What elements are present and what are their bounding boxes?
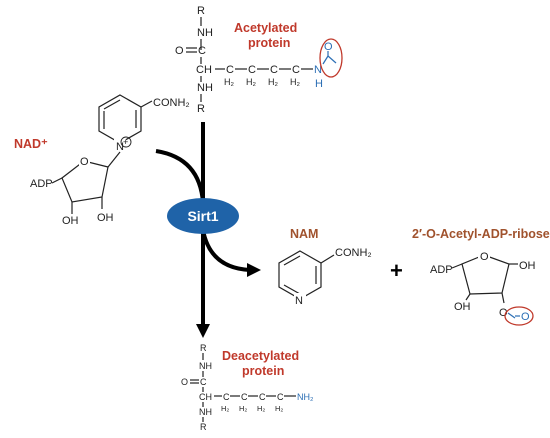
acetylated-carbonyl-c: C <box>198 45 206 57</box>
acetylated-ch: CH <box>196 64 212 76</box>
acetylated-carbonyl-o: O <box>175 45 184 57</box>
oaadpr-adp: ADP <box>430 264 453 276</box>
deacetylated-r-bottom: R <box>200 422 207 432</box>
deacetylated-h2-4: H₂ <box>275 404 283 413</box>
bond <box>451 263 463 269</box>
deacetylated-nh-top: NH <box>199 361 212 371</box>
deacetylated-protein-label: Deacetylated <box>222 349 299 363</box>
acetylated-h2-3: H₂ <box>268 77 278 87</box>
n-background <box>114 139 126 153</box>
acetylated-protein-label: Acetylated <box>234 21 297 35</box>
nam-n: N <box>295 295 303 307</box>
deacetylated-protein-structure: R NH O C CH NH R C C C C H₂ H₂ H₂ H₂ NH₂… <box>181 343 314 432</box>
acetylated-r-top: R <box>197 5 205 17</box>
oaadpr-label: 2′-O-Acetyl-ADP-ribose <box>412 227 550 241</box>
bond <box>283 255 301 266</box>
nam-conh2: CONH₂ <box>335 247 372 259</box>
nad-n-plus: N <box>116 141 124 153</box>
deacetylated-c2: C <box>241 392 248 402</box>
deacetylated-ch: CH <box>199 392 212 402</box>
deacetylated-r-top: R <box>200 343 207 353</box>
deacetylated-c3: C <box>259 392 266 402</box>
pyridinium-ring <box>98 94 142 144</box>
sirt1-label: Sirt1 <box>187 208 218 224</box>
bond <box>507 312 516 319</box>
nam-structure: NAM CONH₂ N <box>278 227 372 307</box>
deacetylated-carbonyl-o: O <box>181 377 188 387</box>
deacetylated-h2-3: H₂ <box>257 404 265 413</box>
sirt1-ellipse <box>167 198 239 234</box>
deacetylated-nh-bottom: NH <box>199 407 212 417</box>
deacetylated-h2-1: H₂ <box>221 404 229 413</box>
nad-ring-o: O <box>80 156 89 168</box>
nad-structure: CONH₂ N + O ADP OH OH NAD⁺ <box>14 94 190 227</box>
bond <box>103 99 121 110</box>
acetylated-h2-1: H₂ <box>224 77 234 87</box>
nam-release-arrow <box>201 229 251 272</box>
bond <box>283 284 301 295</box>
nam-label: NAM <box>290 227 318 241</box>
nam-arrow-head <box>247 263 261 277</box>
acetylated-acetyl-o: O <box>324 41 333 53</box>
o-background <box>478 249 490 262</box>
oaadpr-structure: 2′-O-Acetyl-ADP-ribose O ADP OH OH O O <box>412 227 550 326</box>
acetylated-r-bottom: R <box>197 103 205 115</box>
oaadpr-acetyl-o: O <box>521 311 530 323</box>
nad-entry-arrow <box>155 149 205 204</box>
nad-conh2: CONH₂ <box>153 97 190 109</box>
oaadpr-ribose-ring <box>461 254 510 295</box>
oaadpr-ring-o: O <box>480 251 489 263</box>
deacetylated-nh2: NH₂ <box>297 392 314 402</box>
bond <box>320 254 335 264</box>
deacetylated-h2-2: H₂ <box>239 404 247 413</box>
acetylated-c3: C <box>270 64 278 76</box>
acetylated-nh-top: NH <box>197 27 213 39</box>
nad-adp: ADP <box>30 178 53 190</box>
acetyl-highlight-ring <box>319 38 343 78</box>
positive-charge-circle <box>120 136 132 148</box>
acetylated-nh-bottom: NH <box>197 82 213 94</box>
deacetylated-c4: C <box>277 392 284 402</box>
nam-pyridine-ring <box>278 250 322 300</box>
oaadpr-oh-bottom: OH <box>454 301 471 313</box>
nad-label: NAD⁺ <box>14 137 48 151</box>
deacetylated-carbonyl-c: C <box>200 377 207 387</box>
acetylated-protein-label-line2: protein <box>248 36 290 50</box>
oaadpr-acetyl-highlight-ring <box>504 306 534 326</box>
deacetylated-protein-label-line2: protein <box>242 364 284 378</box>
bond <box>107 151 121 168</box>
bond <box>465 293 471 301</box>
bond <box>327 55 337 64</box>
acetylated-amide-n: N <box>314 64 322 76</box>
nad-oh-left: OH <box>62 215 79 227</box>
oaadpr-ester-o: O <box>499 307 508 319</box>
acetylated-c1: C <box>226 64 234 76</box>
nad-oh-right: OH <box>97 212 114 224</box>
acetylated-h2-2: H₂ <box>246 77 256 87</box>
o-background <box>79 154 90 167</box>
nad-plus-charge: + <box>123 137 128 147</box>
main-arrow-head <box>196 324 210 338</box>
sirt1-enzyme: Sirt1 <box>167 198 239 234</box>
acetylated-c4: C <box>292 64 300 76</box>
acetylated-h2-4: H₂ <box>290 77 300 87</box>
plus-sign: + <box>390 258 403 283</box>
bond <box>140 100 153 108</box>
acetylated-amide-h: H <box>315 78 323 90</box>
ribose-ring <box>61 160 109 203</box>
bond <box>322 55 329 65</box>
oaadpr-oh-right: OH <box>519 260 536 272</box>
deacetylated-c1: C <box>223 392 230 402</box>
acetylated-protein-structure: R NH O C CH NH R C C C C H₂ H₂ H₂ H₂ N H <box>175 5 343 115</box>
n-background <box>294 293 306 306</box>
bond <box>501 292 505 304</box>
acetylated-c2: C <box>248 64 256 76</box>
bond <box>51 177 63 184</box>
